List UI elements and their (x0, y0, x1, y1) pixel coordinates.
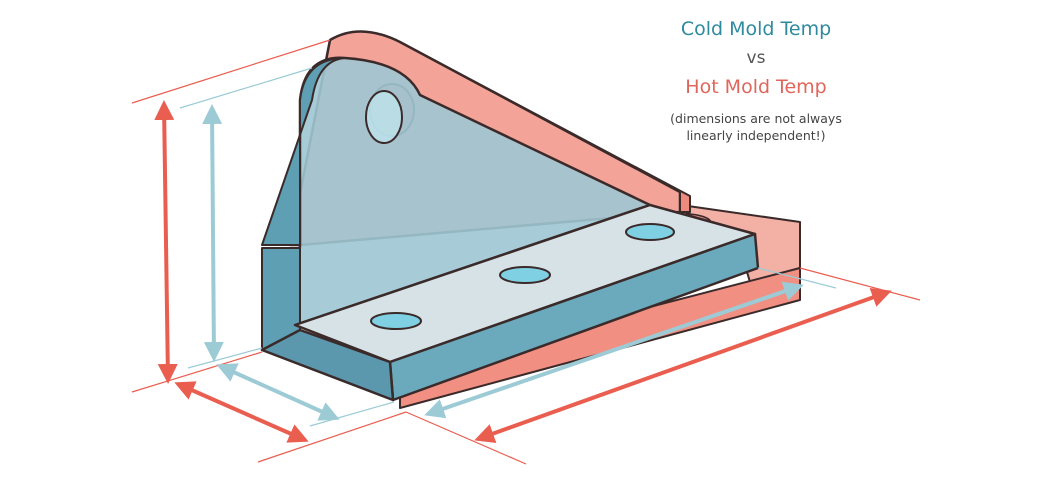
hot-upright-edge (399, 41, 691, 213)
cold-upright-side (261, 57, 346, 246)
cold-hole-top (365, 90, 403, 144)
cold-ext-mid (309, 401, 395, 427)
cold-hole-2 (499, 266, 551, 284)
cold-ext-right (757, 267, 837, 289)
cold-hole-1 (370, 312, 422, 330)
cold-length-arrow (424, 281, 804, 419)
note-line-1: (dimensions are not always (670, 111, 842, 126)
note-line-2: linearly independent!) (686, 128, 826, 143)
cold-ext-top (179, 67, 313, 109)
legend: Cold Mold Temp vs Hot Mold Temp (dimensi… (640, 18, 872, 144)
cold-hole-3 (625, 223, 675, 241)
cold-mold-label: Cold Mold Temp (680, 18, 832, 40)
hot-ext-left-bottom (257, 411, 407, 463)
cold-height-arrow (202, 104, 224, 362)
hot-ext-right-top (799, 267, 921, 301)
cold-dimensions (179, 67, 837, 427)
hot-ext-top (131, 39, 331, 104)
hot-height-arrow (154, 100, 178, 384)
note: (dimensions are not always linearly inde… (640, 110, 872, 144)
cold-depth-arrow (216, 363, 340, 421)
hot-ext-right-bottom (405, 411, 527, 465)
cold-ext-bottom (187, 347, 263, 369)
hot-depth-arrow (174, 381, 309, 443)
vs-label: vs (746, 48, 766, 68)
hot-ext-bottom (131, 351, 263, 393)
hot-mold-label: Hot Mold Temp (685, 76, 827, 98)
